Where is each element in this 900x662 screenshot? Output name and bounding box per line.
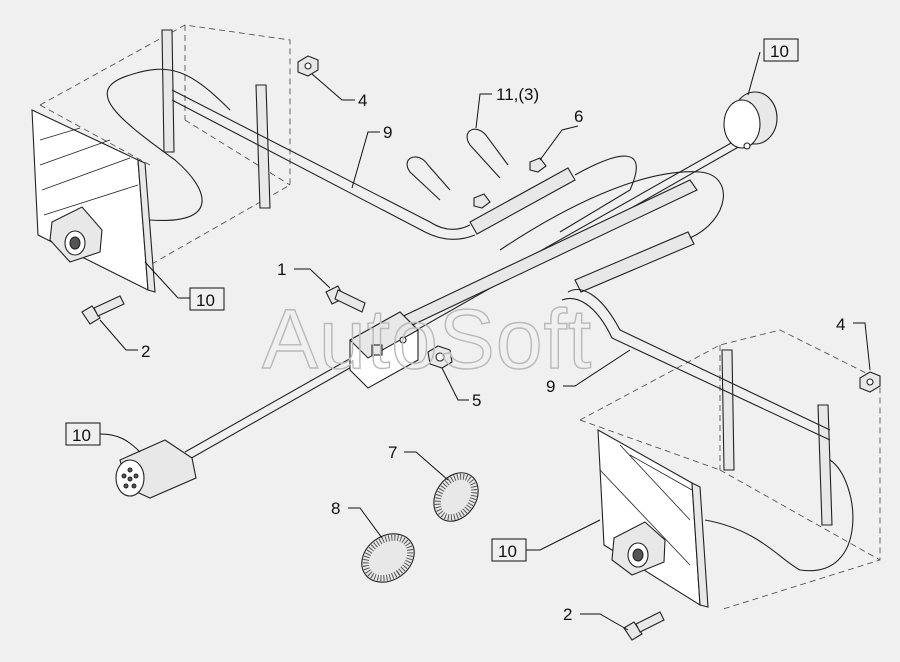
- callout-11: 11,(3): [496, 85, 539, 104]
- left-bracket-rear: [255, 84, 271, 209]
- callout-2-right: 2: [563, 605, 572, 624]
- callout-6: 6: [574, 107, 583, 126]
- callout-10-left: 10: [196, 291, 215, 310]
- right-lamp-assembly: [561, 289, 881, 611]
- cable-sleeve-upper: [469, 167, 576, 235]
- callout-2-left: 2: [141, 342, 150, 361]
- bolt-1: [325, 285, 366, 313]
- callout-10-right: 10: [498, 542, 517, 561]
- callout-10-left-box: [189, 287, 225, 311]
- bolt-2-right: [623, 611, 665, 641]
- u-bolts: [406, 128, 547, 209]
- left-lamp-assembly: [31, 24, 476, 293]
- callout-10-top: 10: [770, 42, 789, 61]
- round-lamp: [723, 91, 778, 150]
- callout-9-upper: 9: [383, 123, 392, 142]
- reflector-8: [361, 533, 415, 583]
- callout-8: 8: [331, 499, 340, 518]
- callout-10-plug: 10: [72, 426, 91, 445]
- callout-9-lower: 9: [546, 377, 555, 396]
- callout-4-right: 4: [836, 315, 845, 334]
- callout-1: 1: [277, 260, 286, 279]
- central-harness: [184, 137, 743, 461]
- watermark-text: AutoSoft: [262, 292, 592, 386]
- left-bracket-front: [161, 29, 175, 153]
- callout-4-upper: 4: [358, 91, 367, 110]
- right-lamp-plate: [597, 429, 701, 607]
- nut-6: [529, 157, 547, 173]
- callout-10-top-box: [763, 38, 799, 62]
- callout-5: 5: [472, 391, 481, 410]
- reflector-7: [433, 472, 479, 522]
- cable-sleeve-lower: [574, 231, 695, 293]
- bolt-2-left: [81, 295, 125, 325]
- callout-7: 7: [388, 443, 397, 462]
- trailer-plug: [115, 439, 197, 499]
- nut-5: [427, 345, 453, 369]
